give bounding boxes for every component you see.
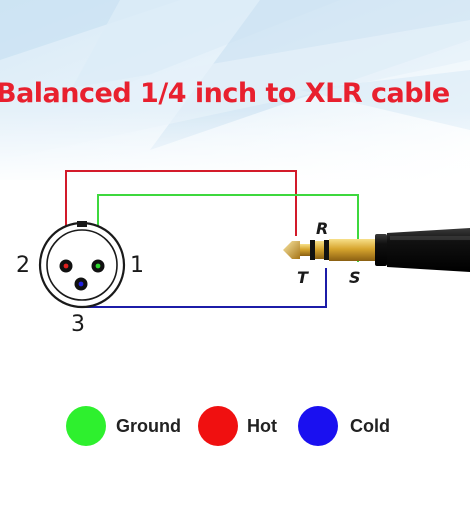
hot-wire bbox=[65, 170, 297, 262]
diagram-title: Balanced 1/4 inch to XLR cable bbox=[0, 78, 450, 109]
plug-ring-label: R bbox=[316, 219, 329, 238]
plug-tip-label: T bbox=[297, 268, 308, 287]
background-swoosh bbox=[0, 0, 470, 190]
legend-hot-label: Hot bbox=[247, 416, 277, 436]
legend-ground-label: Ground bbox=[116, 416, 181, 436]
legend-ground-dot bbox=[66, 406, 106, 446]
legend-cold-label: Cold bbox=[350, 416, 390, 436]
legend-cold-dot bbox=[298, 406, 338, 446]
xlr-pin-3-label: 3 bbox=[71, 312, 85, 337]
trs-plug bbox=[283, 228, 470, 272]
xlr-pin-2-label: 2 bbox=[16, 253, 30, 278]
xlr-pin-1-label: 1 bbox=[130, 253, 144, 278]
legend-hot-dot bbox=[198, 406, 238, 446]
xlr-connector bbox=[38, 221, 126, 309]
plug-sleeve-label: S bbox=[349, 268, 361, 287]
